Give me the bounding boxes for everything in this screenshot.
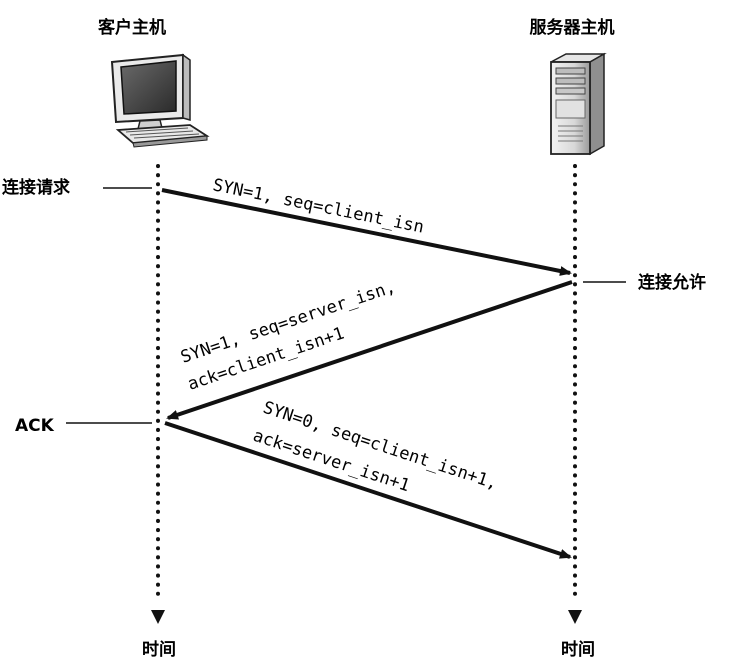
- desktop-computer-icon: [110, 53, 210, 148]
- client-time-arrowhead: [151, 610, 165, 624]
- client-time-label: 时间: [142, 639, 176, 660]
- server-host-title: 服务器主机: [530, 17, 615, 38]
- server-tower-icon: [550, 52, 607, 156]
- ack-arrow: [164, 421, 572, 559]
- connection-request-label: 连接请求: [2, 177, 70, 198]
- connection-granted-label: 连接允许: [638, 272, 706, 293]
- server-time-label: 时间: [561, 639, 595, 660]
- syn-arrow: [161, 188, 572, 276]
- server-time-arrowhead: [568, 610, 582, 624]
- ack-event-label: ACK: [15, 416, 55, 436]
- synack-arrow: [166, 280, 573, 420]
- client-host-title: 客户主机: [97, 17, 166, 38]
